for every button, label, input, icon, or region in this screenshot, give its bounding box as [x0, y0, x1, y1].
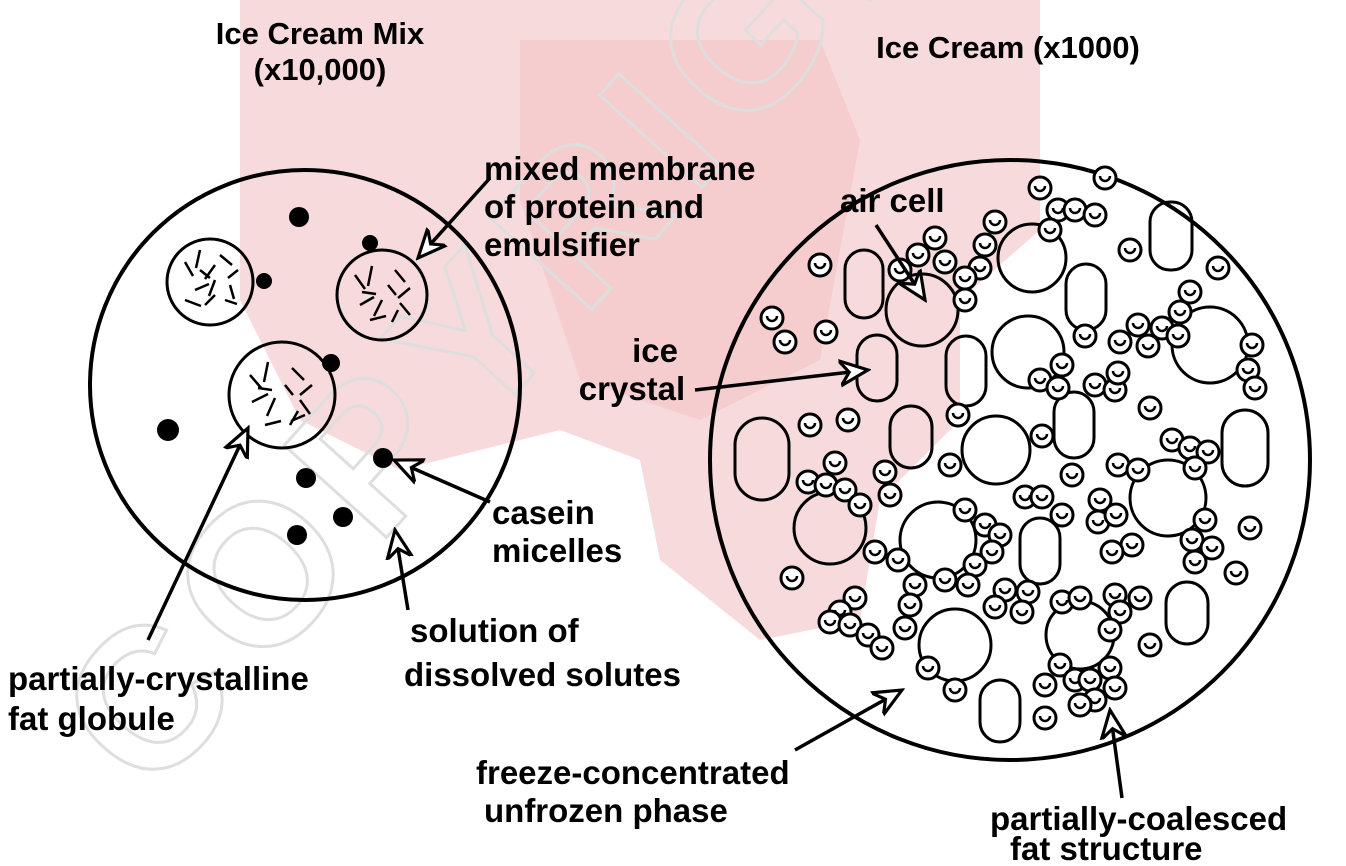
- ice-crystal-label-line2: crystal: [579, 370, 685, 407]
- casein-label-line1: casein: [492, 494, 595, 531]
- solution-label-line1: solution of: [410, 612, 580, 649]
- watermark: COPYRIGHT: [16, 0, 1098, 829]
- fat-globule-label-line2: fat globule: [8, 700, 175, 737]
- mix-title-line1: Ice Cream Mix: [216, 16, 425, 51]
- membrane-label-line2: of protein and: [484, 188, 704, 225]
- ice-crystal-label-line1: ice: [632, 332, 678, 369]
- membrane-label-line3: emulsifier: [484, 226, 640, 263]
- unfrozen-label-line2: unfrozen phase: [484, 792, 728, 829]
- unfrozen-arrow: [795, 690, 902, 750]
- air-cell-label: air cell: [840, 182, 945, 219]
- mix-title-line2: (x10,000): [254, 52, 387, 87]
- coalesced-label-line2: fat structure: [1010, 830, 1203, 866]
- fat-globule-label-line1: partially-crystalline: [8, 660, 309, 697]
- membrane-label-line1: mixed membrane: [484, 150, 755, 187]
- casein-label-line2: micelles: [492, 532, 622, 569]
- solution-label-line2: dissolved solutes: [404, 656, 681, 693]
- unfrozen-label-line1: freeze-concentrated: [476, 754, 790, 791]
- coalesced-arrow: [1110, 710, 1122, 798]
- ice-cream-title: Ice Cream (x1000): [876, 30, 1140, 65]
